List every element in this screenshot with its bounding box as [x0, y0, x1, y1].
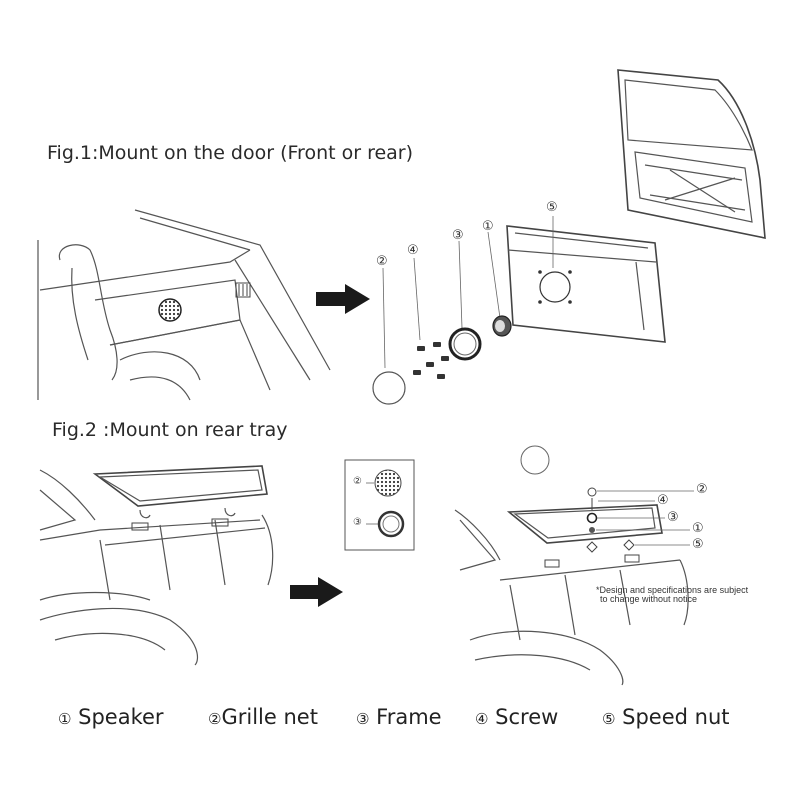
fig1-title: Fig.1:Mount on the door (Front or rear) — [47, 142, 414, 164]
fig2-callout-speaker: ① — [692, 521, 704, 536]
frame-inset-icon — [377, 510, 405, 538]
screw-part-icon — [413, 342, 449, 379]
frame-part-icon — [448, 327, 482, 361]
legend-number: ⑤ — [602, 710, 616, 728]
fig2-title: Fig.2 :Mount on rear tray — [52, 419, 288, 441]
legend-label: Speaker — [78, 705, 164, 729]
disclaimer-line-1: *Design and specifications are subject — [596, 585, 749, 595]
parts-inset-box — [344, 459, 415, 551]
fig2-callout-grille: ② — [696, 482, 708, 497]
car-door-outline — [617, 69, 766, 239]
fig2-callout-frame: ③ — [667, 510, 679, 525]
fig2-callout-speed-nut: ⑤ — [692, 537, 704, 552]
fig1-callout-grille: ② — [376, 254, 388, 269]
legend-label: Screw — [495, 705, 559, 729]
legend-label: Grille net — [221, 705, 318, 729]
fig1-callout-speed-nut: ⑤ — [546, 200, 558, 215]
legend-label: Frame — [376, 705, 442, 729]
grille-floating-icon — [520, 445, 550, 475]
inset-callout-grille: ② — [353, 476, 362, 487]
fig1-callout-screw: ④ — [407, 243, 419, 258]
arrow-right-icon — [316, 284, 370, 314]
legend-item-screw: ④ Screw — [475, 705, 558, 729]
disclaimer-line-2: to change without notice — [600, 594, 698, 604]
fig2-callout-screw: ④ — [657, 493, 669, 508]
legend-number: ④ — [475, 710, 489, 728]
arrow-right-icon — [290, 577, 343, 607]
legend-number: ② — [208, 710, 222, 728]
tray-exploded-view — [454, 487, 694, 686]
fig1-callout-speaker: ① — [482, 219, 494, 234]
car-interior-door-illustration — [37, 209, 331, 401]
car-rear-tray-illustration — [39, 465, 274, 666]
legend-label: Speed nut — [622, 705, 730, 729]
grille-part-icon — [372, 371, 406, 405]
door-exploded-view — [372, 216, 666, 405]
legend-item-grille-net: ②Grille net — [208, 705, 318, 729]
legend-item-speaker: ① Speaker — [58, 705, 164, 729]
fig1-callout-frame: ③ — [452, 228, 464, 243]
legend-number: ③ — [356, 710, 370, 728]
inset-callout-frame: ③ — [353, 517, 362, 528]
legend-number: ① — [58, 710, 72, 728]
grille-inset-icon — [374, 469, 402, 497]
door-panel-hole — [539, 271, 571, 303]
legend-item-frame: ③ Frame — [356, 705, 442, 729]
legend-item-speed-nut: ⑤ Speed nut — [602, 705, 730, 729]
door-speaker-icon — [158, 298, 182, 322]
